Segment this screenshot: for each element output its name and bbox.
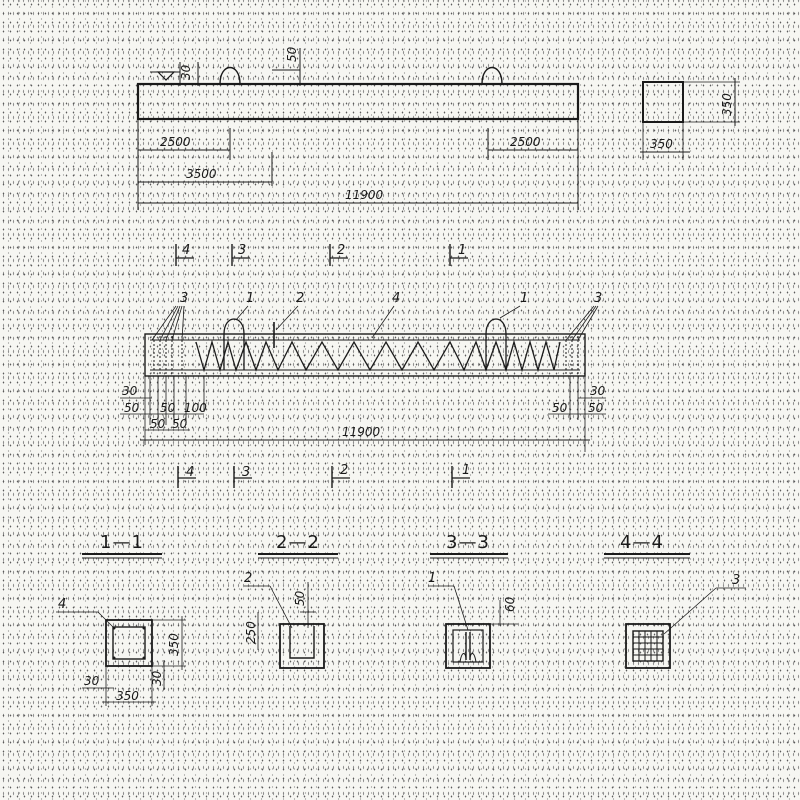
lifting-loop-left xyxy=(219,66,241,85)
rebar-dim-left-c: 50 xyxy=(150,417,166,431)
section-outline xyxy=(642,81,684,123)
callout-4: 4 xyxy=(392,291,400,306)
section-2-2-title: 2—2 xyxy=(276,532,320,553)
section-3-3-title: 3—3 xyxy=(446,532,490,553)
section-1-1-cover-left: 30 xyxy=(84,674,100,688)
callout-2: 2 xyxy=(296,291,304,306)
end-mesh-right xyxy=(565,336,579,374)
cut-marks-lower: 4 3 2 1 xyxy=(177,463,470,488)
lifting-loop-rebar-left xyxy=(223,318,245,370)
cut-mark-2: 2 xyxy=(337,243,345,258)
section-3-3-callout: 1 xyxy=(428,571,436,586)
rebar-dim-total: 11900 xyxy=(342,425,381,439)
reinforcement-view: 3 1 2 4 1 3 30 50 50 100 50 50 xyxy=(120,291,606,452)
rebar-dim-right-top: 30 xyxy=(590,384,606,398)
section-2-2-top: 50 xyxy=(293,590,307,606)
section-2-2-outline xyxy=(279,623,325,669)
elevation-dim-left: 2500 xyxy=(160,135,191,149)
rebar-dim-left-top: 30 xyxy=(122,384,138,398)
rebar-dim-right-a: 50 xyxy=(552,401,568,415)
section-3-3: 3—3 1 60 xyxy=(428,532,518,669)
elevation-top-dim: 30 xyxy=(179,64,193,80)
section-3-3-loop xyxy=(465,632,471,660)
elevation-dim-inner: 3500 xyxy=(186,167,217,181)
section-1-1-spiral xyxy=(112,626,146,660)
cut-marks-upper: 4 3 2 1 xyxy=(175,243,468,266)
spiral-reinforcement xyxy=(195,339,561,373)
cut-mark-4: 4 xyxy=(182,243,190,258)
beam-elevation: 30 50 2500 2500 3500 11900 xyxy=(136,46,580,210)
cut-mark-1: 1 xyxy=(458,243,466,258)
cut-mark-3: 3 xyxy=(238,243,246,258)
elevation-dim-right: 2500 xyxy=(510,135,541,149)
section-2-2-hook xyxy=(289,626,315,659)
cut-mark-lower-4: 4 xyxy=(186,465,194,480)
section-4-4-title: 4—4 xyxy=(620,532,664,553)
section-1-1-outline xyxy=(105,619,153,667)
section-1-1-width: 350 xyxy=(116,689,139,703)
callout-3-left: 3 xyxy=(180,291,188,306)
section-height-dim: 350 xyxy=(720,93,734,116)
end-mesh-left xyxy=(153,336,183,374)
section-1-1: 1—1 4 350 30 30 350 xyxy=(56,532,186,706)
cut-mark-lower-1: 1 xyxy=(462,463,470,478)
callout-1-left: 1 xyxy=(246,291,254,306)
rebar-dim-left-b: 100 xyxy=(184,401,207,415)
section-3-3-top: 60 xyxy=(503,596,517,612)
section-4-4-callout: 3 xyxy=(732,573,740,588)
section-4-4-outline xyxy=(625,623,671,669)
section-3-3-outline xyxy=(445,623,491,669)
section-2-2-callout: 2 xyxy=(244,571,252,586)
section-3-3-spiral xyxy=(452,629,484,663)
section-1-1-callout: 4 xyxy=(58,597,66,612)
section-2-2: 2—2 2 50 250 xyxy=(244,532,338,669)
beam-cross-section: 350 350 xyxy=(640,78,740,160)
beam-outline xyxy=(136,82,580,121)
rebar-dim-left-d: 50 xyxy=(172,417,188,431)
section-4-4: 4—4 3 xyxy=(604,532,746,669)
section-2-2-height: 250 xyxy=(244,621,258,644)
level-mark-icon xyxy=(156,71,176,81)
section-1-1-cover-bottom: 30 xyxy=(150,670,164,686)
cut-mark-lower-2: 2 xyxy=(340,463,348,478)
reinforcement-outline xyxy=(144,333,586,377)
lifting-loop-rebar-right xyxy=(485,318,507,370)
section-width-dim: 350 xyxy=(650,137,673,151)
callout-1-right: 1 xyxy=(520,291,528,306)
lifting-loop-right xyxy=(481,66,503,85)
section-4-4-mesh xyxy=(632,630,664,662)
elevation-dim-total: 11900 xyxy=(345,188,384,202)
section-1-1-height: 350 xyxy=(167,633,181,656)
rebar-dim-left-mid: 50 xyxy=(124,401,140,415)
rebar-dim-left-a: 50 xyxy=(160,401,176,415)
section-1-1-title: 1—1 xyxy=(100,532,144,553)
callout-3-right: 3 xyxy=(594,291,602,306)
cut-mark-lower-3: 3 xyxy=(242,465,250,480)
rebar-dim-right-b: 50 xyxy=(588,401,604,415)
hook-offset-dim: 50 xyxy=(285,46,299,62)
